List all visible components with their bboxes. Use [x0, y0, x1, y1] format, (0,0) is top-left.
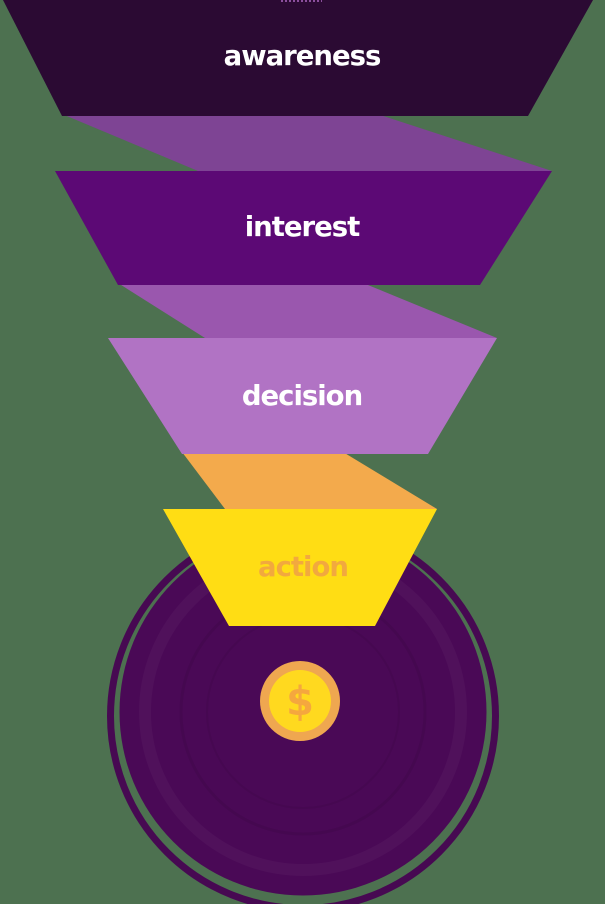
stage-label-decision: decision	[242, 380, 362, 412]
stage-label-awareness: awareness	[224, 40, 381, 72]
fold-awareness-interest	[62, 114, 552, 171]
funnel-stage-awareness	[3, 0, 593, 116]
fold-interest-decision	[118, 283, 497, 338]
funnel-stage-decision	[108, 338, 497, 454]
coin	[269, 670, 331, 732]
funnel-stage-action	[163, 509, 437, 626]
stage-label-action: action	[258, 551, 348, 583]
dollar-sign: $	[286, 679, 314, 725]
fold-decision-action	[182, 452, 437, 509]
funnel-stage-interest	[55, 171, 552, 285]
stage-label-interest: interest	[245, 211, 360, 243]
